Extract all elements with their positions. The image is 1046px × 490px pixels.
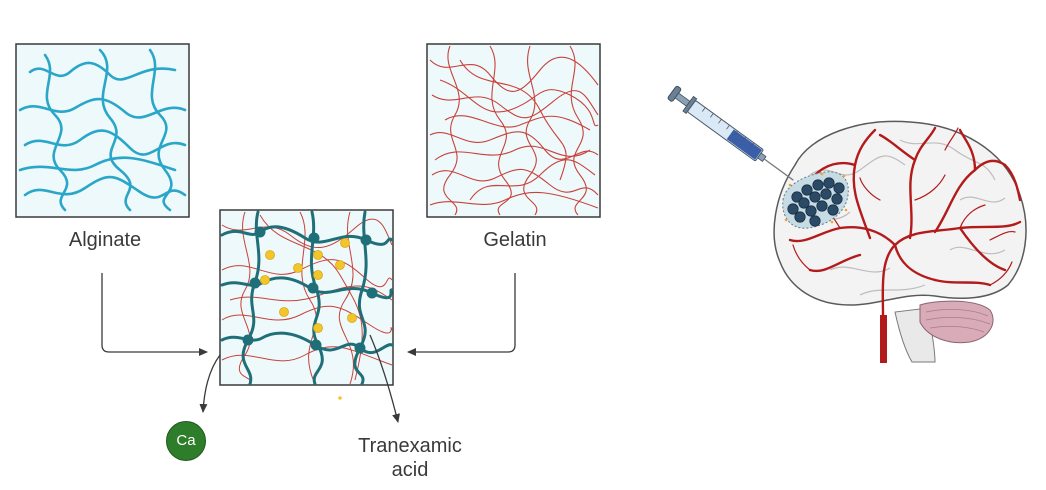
crosslink-node [254, 226, 266, 238]
drug-particle [260, 275, 270, 285]
drug-particles [260, 238, 357, 333]
crosslink-node [308, 232, 320, 244]
crosslink-node [360, 234, 372, 246]
crosslink-node [366, 287, 378, 299]
alginate-panel [15, 43, 190, 218]
gelatin-panel [426, 43, 601, 218]
calcium-ion-badge: Ca [166, 421, 206, 461]
brain-icon [773, 120, 1027, 363]
crosslink-node [354, 342, 366, 354]
crosslink-node [242, 334, 254, 346]
hydrogel-panel [219, 209, 394, 386]
drug-particle [265, 250, 275, 260]
crosslink-node [310, 339, 322, 351]
drug-particle [347, 313, 357, 323]
drug-particle [279, 307, 289, 317]
tranexamic-acid-label: Tranexamic acid [340, 434, 480, 482]
blood-vessels [788, 126, 1022, 317]
arrow-tranexamic-release [369, 334, 400, 423]
crosslink-node [249, 277, 261, 289]
drug-particle [313, 270, 323, 280]
hydrogel-implant [782, 171, 849, 229]
drug-particle [340, 238, 350, 248]
crosslink-node [307, 282, 319, 294]
cerebrum [773, 120, 1027, 306]
drug-particle [335, 260, 345, 270]
tranexamic-acid-label-line1: Tranexamic [358, 435, 462, 457]
drug-particle [313, 250, 323, 260]
drug-particle [313, 323, 323, 333]
alginate-fibers [18, 48, 187, 212]
cerebellum-folds [925, 308, 991, 333]
crosslink-nodes [242, 226, 378, 354]
artery-stem [880, 315, 887, 363]
arrow-gelatin-to-hydrogel [407, 273, 516, 356]
gelatin-fibers [429, 45, 599, 216]
syringe-icon [667, 85, 794, 181]
drug-particle [293, 263, 303, 273]
alginate-label: Alginate [68, 229, 142, 251]
tranexamic-acid-label-line2: acid [391, 459, 429, 481]
arrow-calcium-release [199, 354, 221, 413]
released-drug-particle [338, 396, 342, 400]
arrow-alginate-to-hydrogel [101, 273, 208, 356]
gelatin-label: Gelatin [483, 229, 547, 251]
